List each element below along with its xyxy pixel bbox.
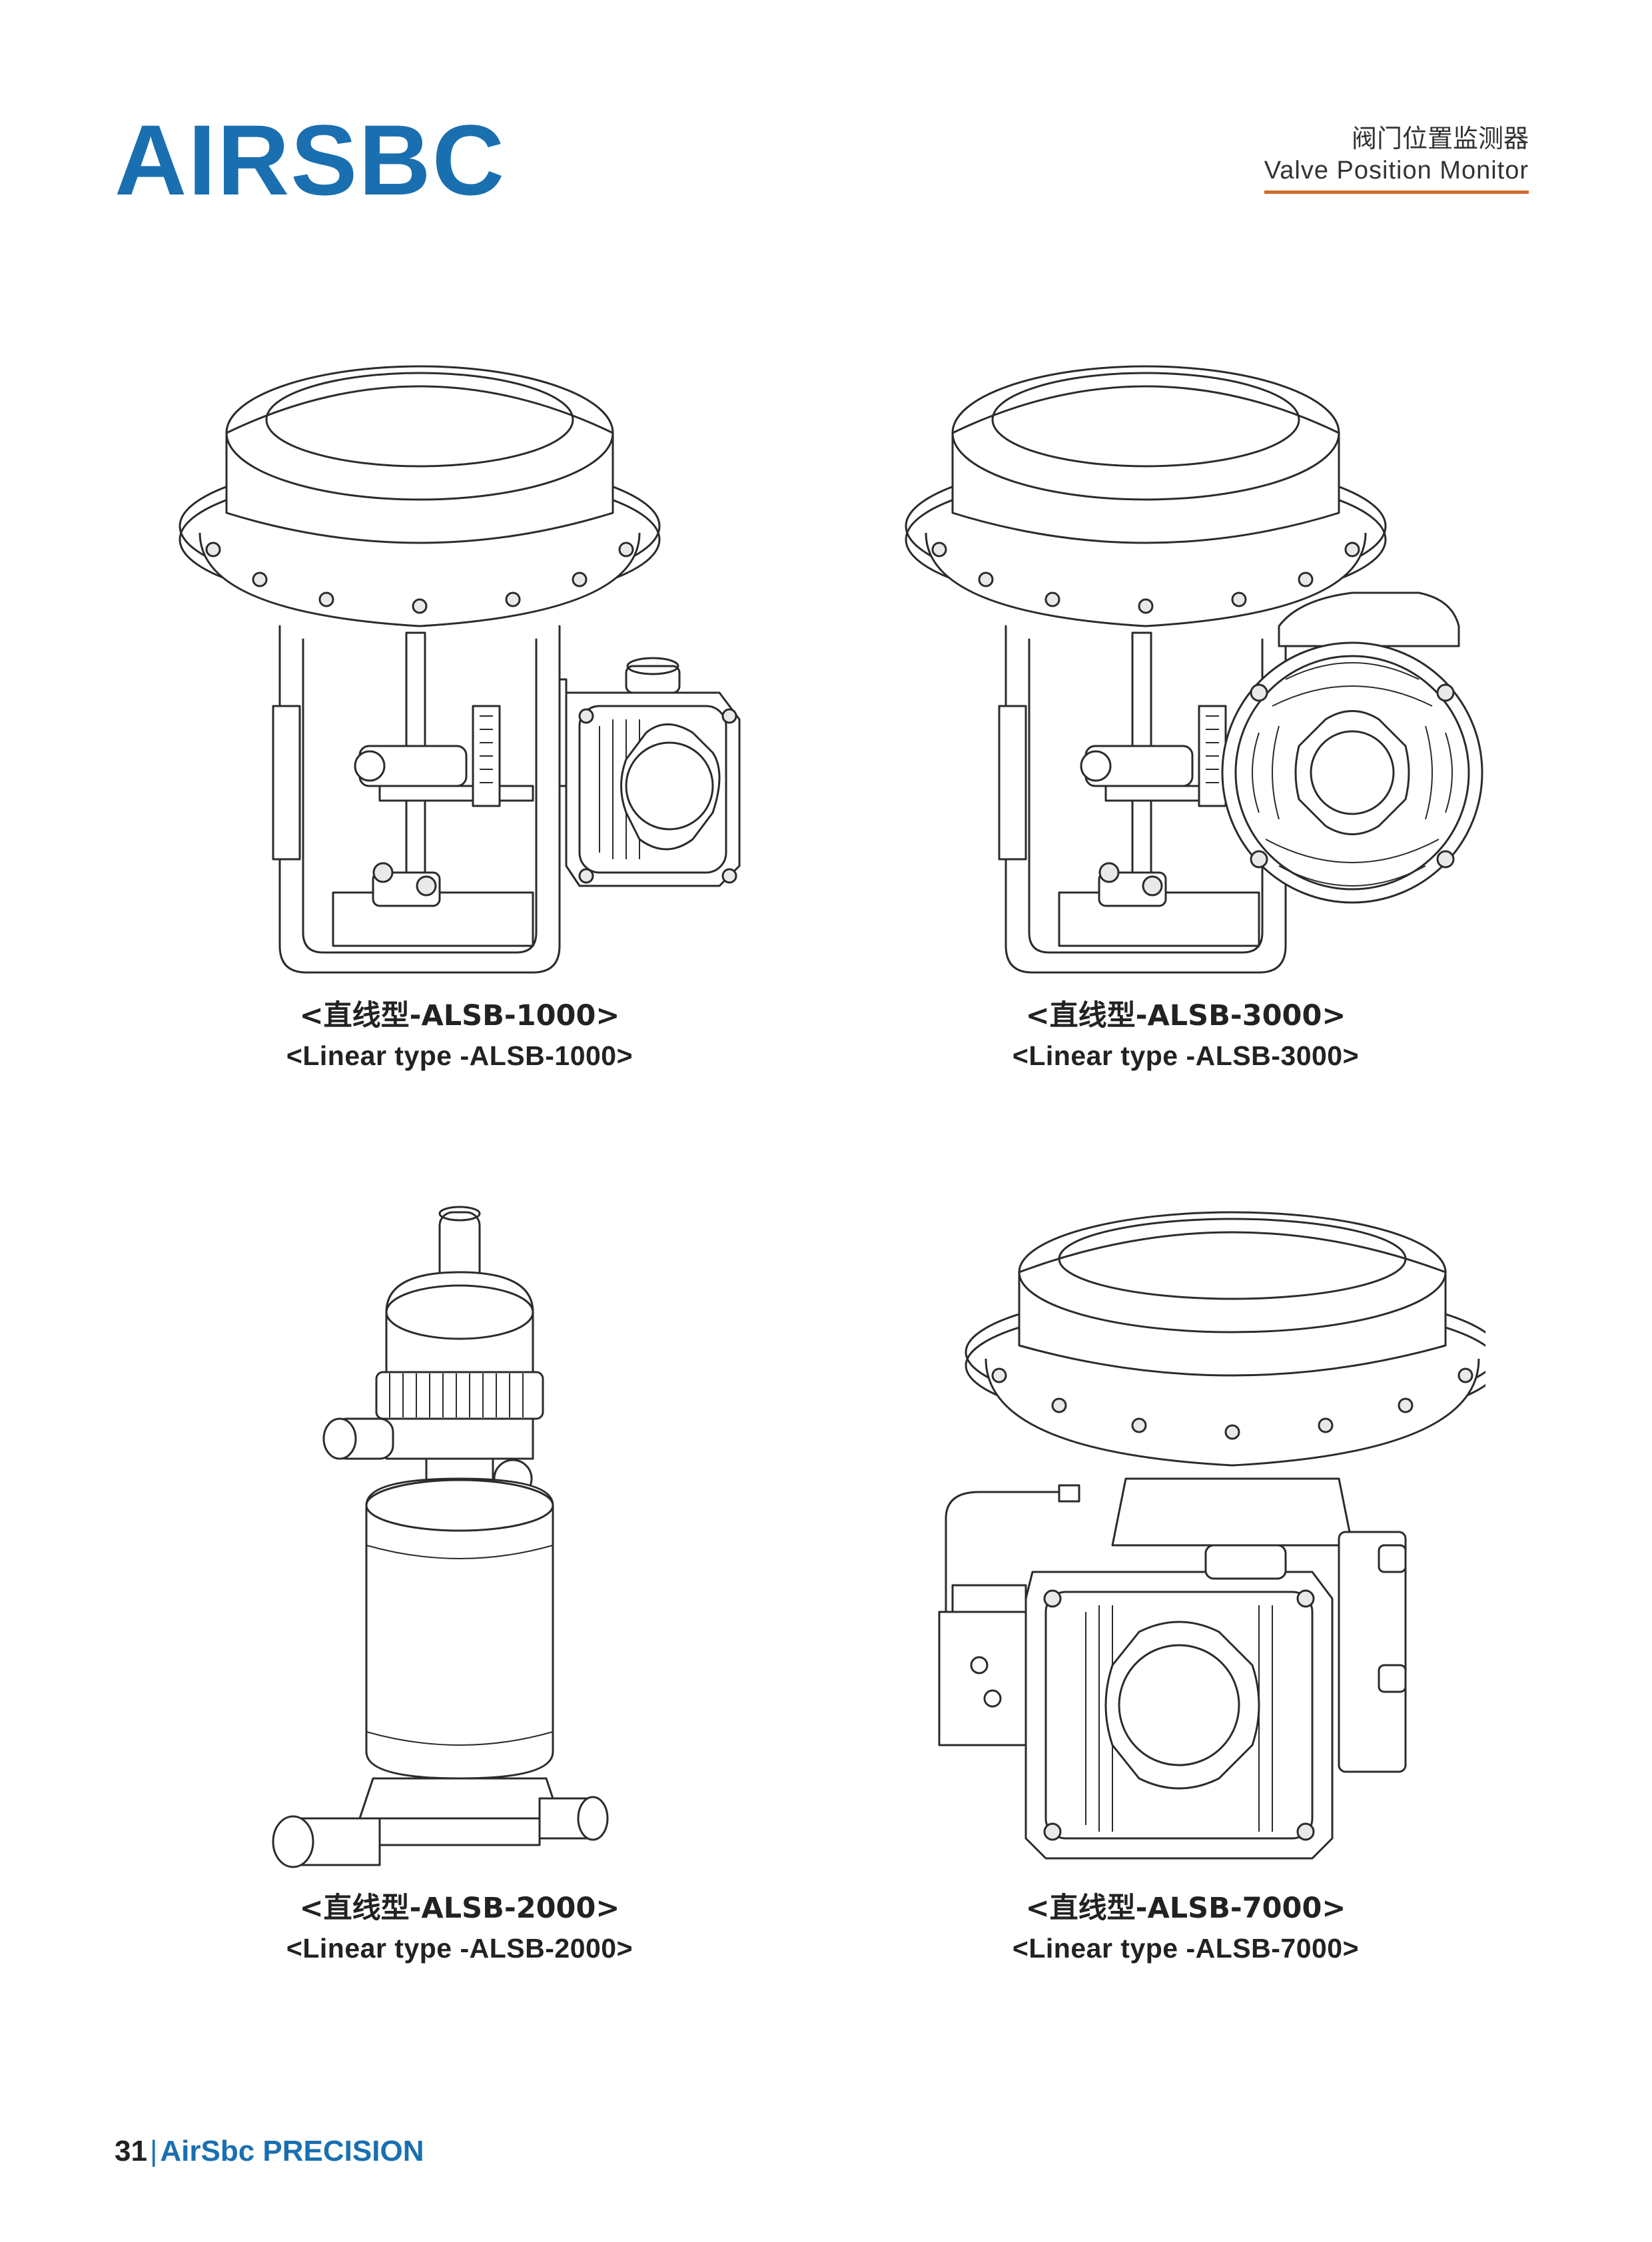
header-title-en: Valve Position Monitor	[1264, 156, 1529, 185]
product-alsb-3000: <直线型-ALSB-3000> <Linear type -ALSB-3000>	[826, 333, 1545, 1072]
footer-brand: AirSbc PRECISION	[160, 2135, 424, 2167]
header-title-cn: 阀门位置监测器	[1351, 124, 1529, 153]
product-caption-cn: <直线型-ALSB-2000>	[299, 1892, 620, 1925]
header-title-block: 阀门位置监测器 Valve Position Monitor	[1264, 125, 1529, 194]
actuator-with-solenoid-monitor-drawing	[938, 1211, 1485, 1860]
page-footer: 31|AirSbc PRECISION	[115, 2135, 424, 2168]
page-number: 31	[115, 2135, 147, 2167]
footer-separator: |	[149, 2135, 158, 2167]
actuator-with-round-monitor-drawing	[905, 365, 1483, 974]
product-caption-cn: <直线型-ALSB-3000>	[1025, 999, 1346, 1032]
product-caption-en: <Linear type -ALSB-3000>	[1012, 1040, 1360, 1071]
header-accent-line	[1264, 190, 1529, 194]
product-caption-en: <Linear type -ALSB-7000>	[1012, 1933, 1360, 1964]
compact-valve-monitor-drawing	[272, 1206, 609, 1868]
product-alsb-7000: <直线型-ALSB-7000> <Linear type -ALSB-7000>	[826, 1199, 1545, 1964]
actuator-with-square-monitor-drawing	[179, 365, 741, 974]
product-alsb-2000: <直线型-ALSB-2000> <Linear type -ALSB-2000>	[100, 1199, 819, 1964]
product-caption-cn: <直线型-ALSB-7000>	[1025, 1892, 1346, 1925]
brand-logo: AIRSBC	[115, 104, 506, 216]
product-alsb-1000: <直线型-ALSB-1000> <Linear type -ALSB-1000>	[100, 333, 819, 1072]
product-caption-en: <Linear type -ALSB-2000>	[286, 1933, 633, 1964]
product-caption-en: <Linear type -ALSB-1000>	[286, 1040, 633, 1071]
product-caption-cn: <直线型-ALSB-1000>	[299, 999, 620, 1032]
